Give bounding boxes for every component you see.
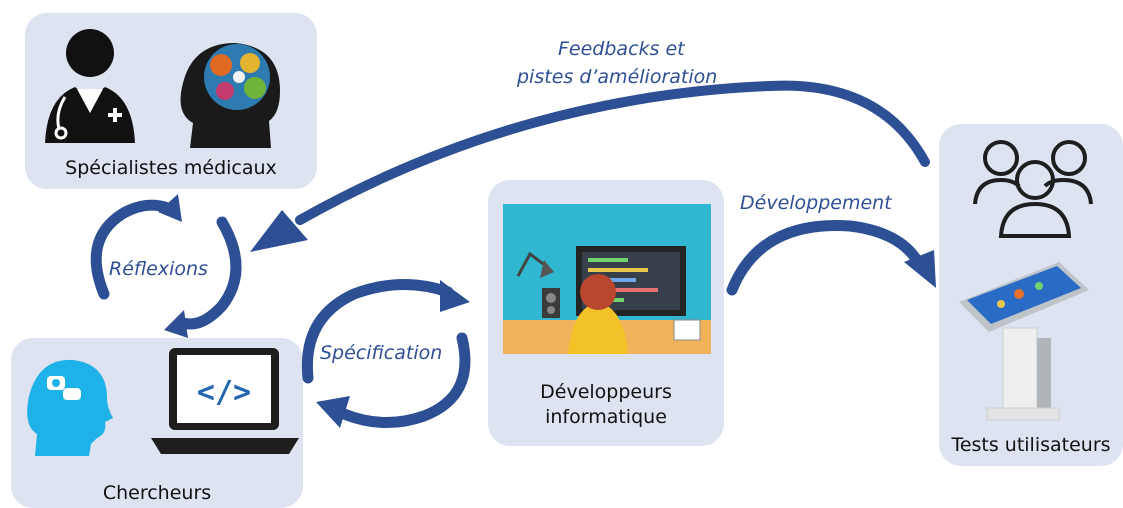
- researchers-label: Chercheurs: [102, 482, 212, 504]
- medical-specialists-box: Spécialistes médicaux: [25, 13, 317, 189]
- specification-loop-bottom: [338, 332, 471, 428]
- reflexions-loop-top-head: [158, 194, 182, 222]
- specification-loop-bottom-head: [316, 396, 350, 428]
- development-arrow-head: [904, 250, 936, 288]
- feedback-label-line2: pistes d’amélioration: [517, 66, 718, 88]
- researcher-icons: </>: [27, 348, 299, 456]
- developer-workstation-illustration: [503, 204, 711, 354]
- medical-icons: [45, 29, 280, 148]
- specification-label: Spécification: [320, 342, 443, 364]
- reflexions-label: Réflexions: [109, 258, 208, 280]
- developers-label-line2: informatique: [545, 406, 667, 428]
- development-label: Développement: [740, 192, 892, 214]
- medical-specialists-label: Spécialistes médicaux: [65, 157, 277, 179]
- development-arrow: [726, 220, 924, 296]
- feedback-arrow-head: [250, 210, 308, 252]
- reflexions-loop-bottom-head: [164, 310, 188, 338]
- brain-gears-icon: [180, 43, 280, 148]
- specification-loop-top: [301, 279, 454, 384]
- reflexions-loop-bottom: [174, 216, 242, 330]
- reflexions-loop-top: [90, 199, 174, 300]
- developers-label-line1: Développeurs: [540, 381, 672, 403]
- feedback-label-line1: Feedbacks et: [558, 38, 685, 60]
- laptop-code-icon: </>: [151, 348, 299, 454]
- developers-box: Développeurs informatique: [488, 180, 724, 446]
- user-tests-label: Tests utilisateurs: [951, 434, 1111, 456]
- users-group-icon: [973, 140, 1093, 238]
- specification-loop-top-head: [440, 280, 470, 312]
- user-tests-icons: [959, 140, 1093, 421]
- doctor-icon: [45, 29, 135, 143]
- head-chat-icon: [27, 359, 114, 456]
- feedback-arrow: [295, 80, 930, 225]
- svg-text:</>: </>: [197, 375, 251, 410]
- researchers-box: </> Chercheurs: [11, 338, 303, 508]
- user-tests-box: Tests utilisateurs: [939, 124, 1123, 466]
- touchscreen-kiosk-icon: [959, 262, 1089, 421]
